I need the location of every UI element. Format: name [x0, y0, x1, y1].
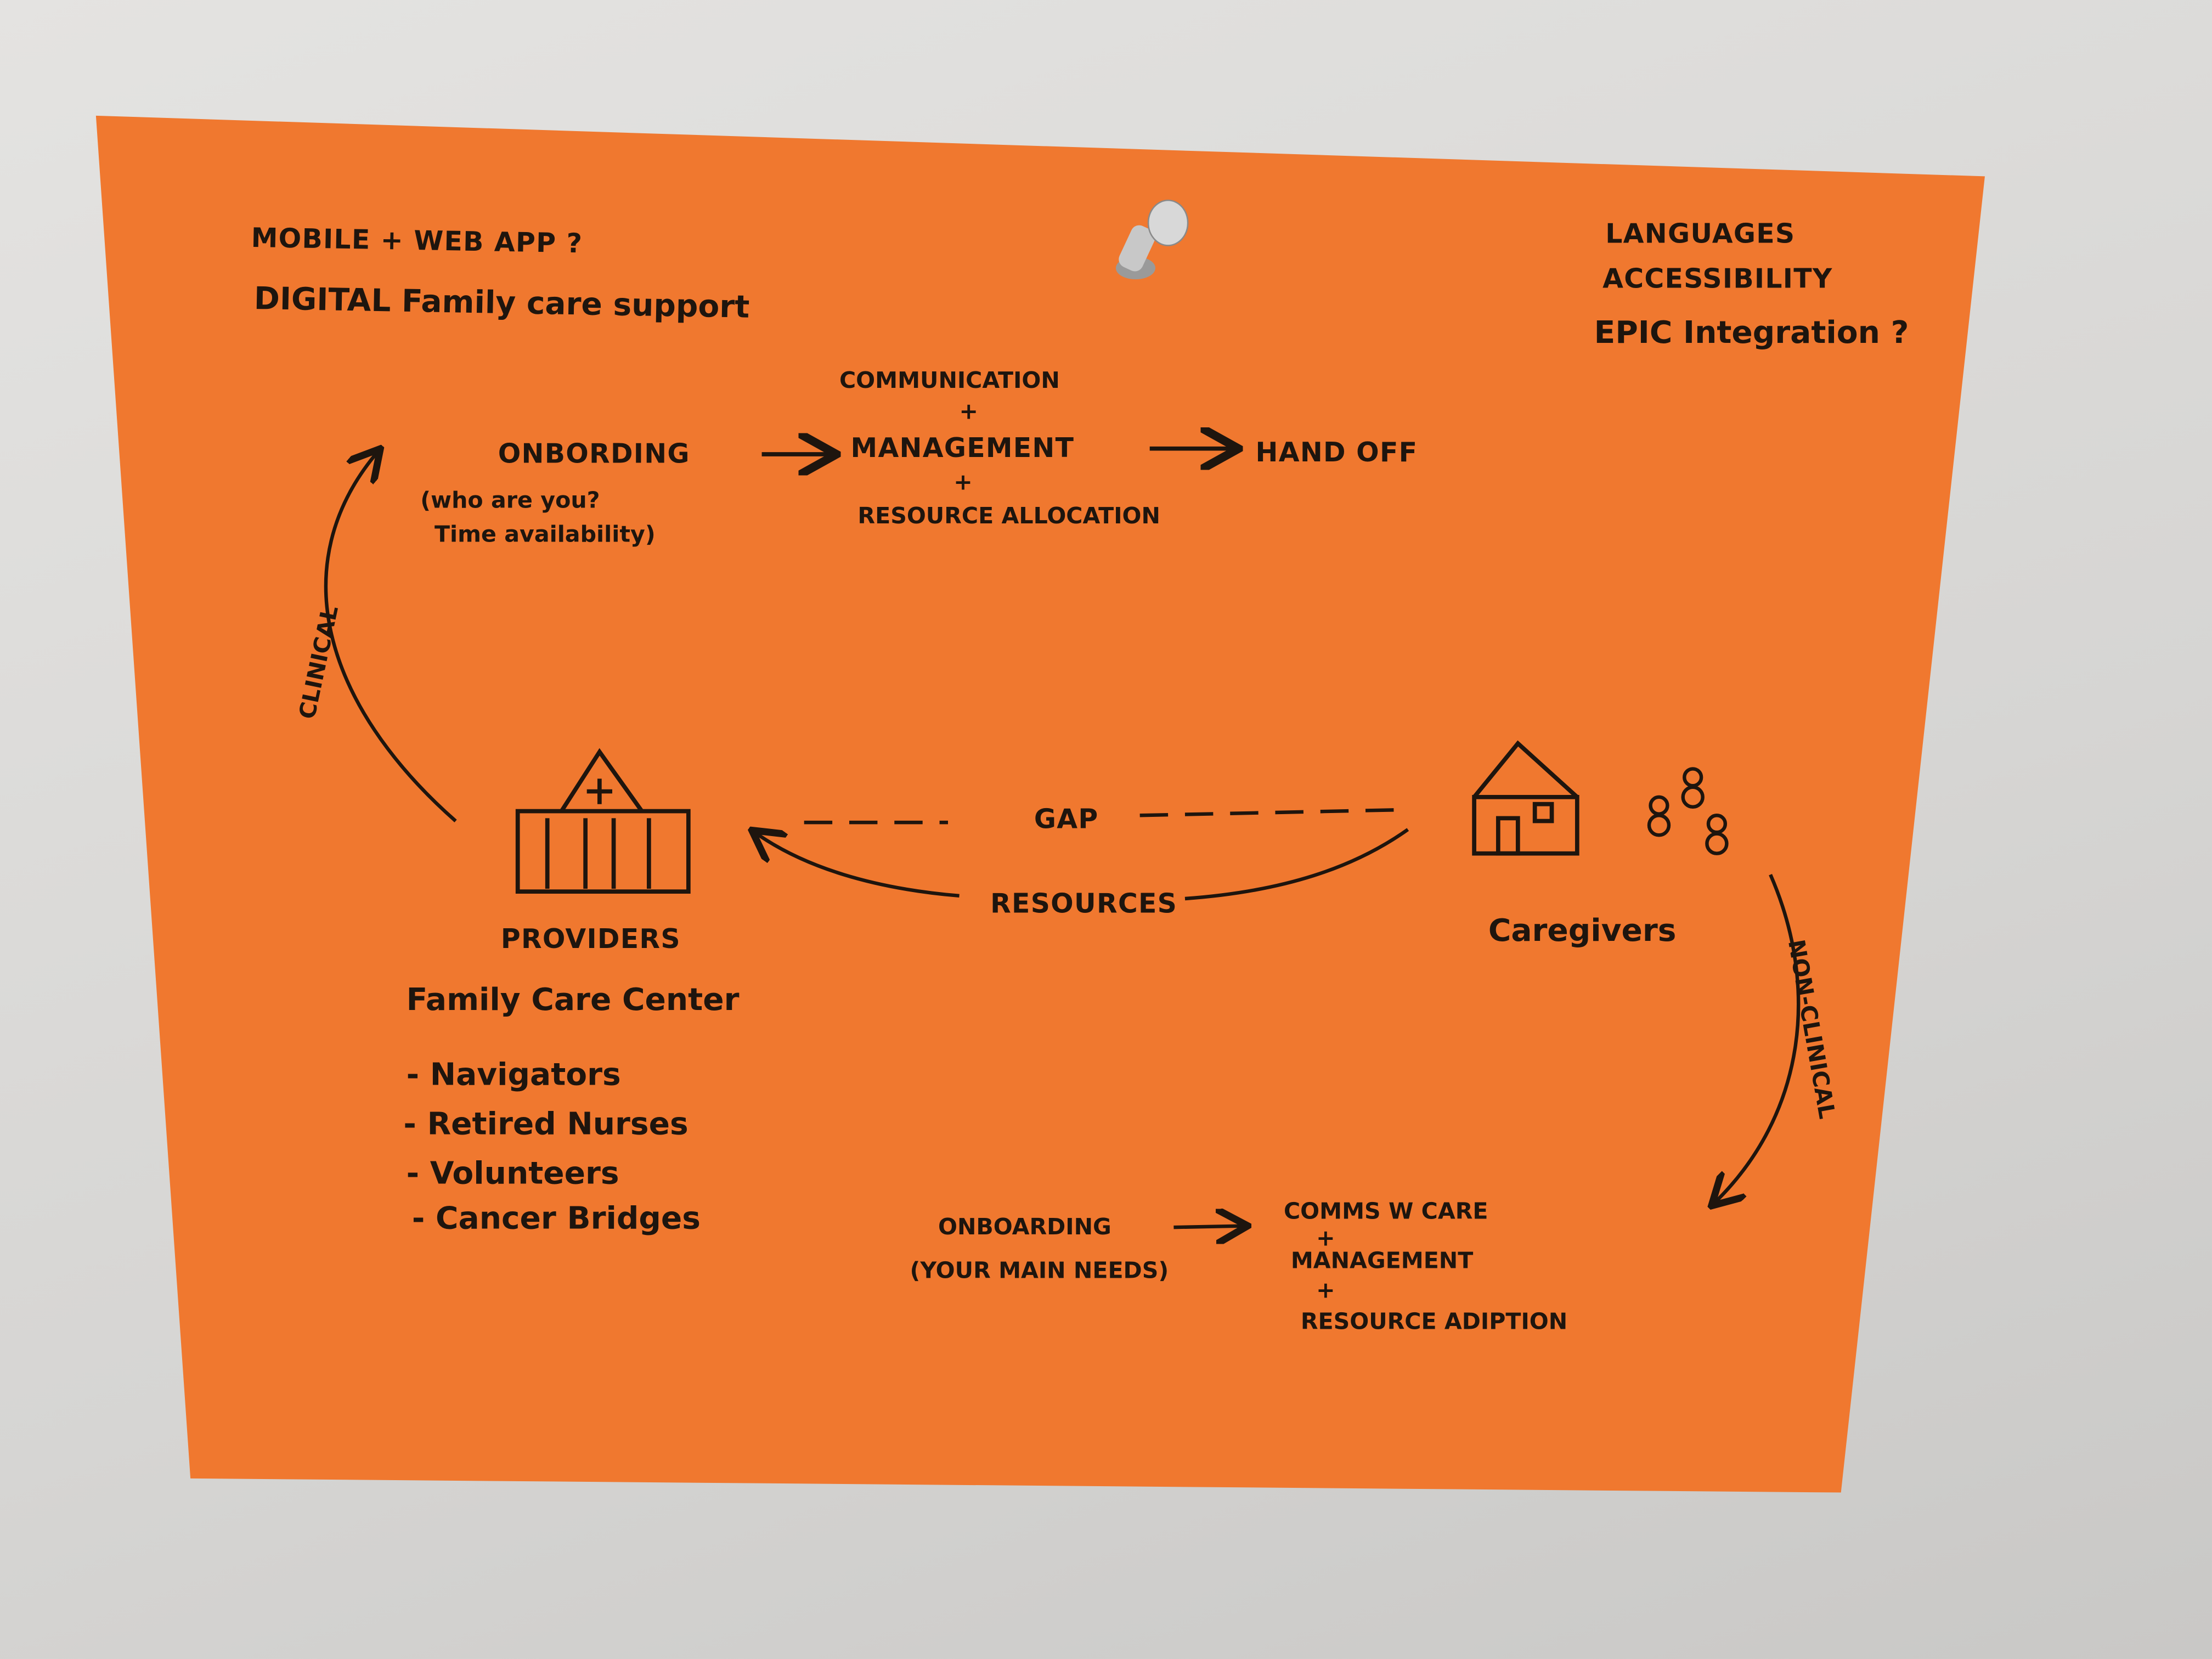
step-resource-adoption: RESOURCE ADIPTION — [1300, 1307, 1568, 1335]
step-management-nc: MANAGEMENT — [1290, 1247, 1474, 1274]
header-languages: LANGUAGES — [1605, 218, 1796, 250]
house-icon — [1472, 740, 1579, 856]
plus-sign: + — [959, 398, 979, 425]
clinical-arrow — [324, 452, 457, 822]
arrow-onboarding-to-comms — [1173, 1226, 1244, 1228]
provider-item: - Retired Nurses — [403, 1107, 689, 1143]
handoff: HAND OFF — [1255, 437, 1418, 469]
gap-label: GAP — [1034, 804, 1099, 836]
step-comms-w-care: COMMS W CARE — [1283, 1198, 1488, 1224]
provider-item: - Navigators — [406, 1058, 621, 1093]
provider-item: - Cancer Bridges — [411, 1201, 701, 1238]
onboarding-note-1: (who are you? — [420, 487, 600, 514]
orange-paper — [95, 115, 1985, 1493]
resources-arrow-right — [1184, 828, 1409, 901]
onboarding-nonclinical: ONBOARDING — [938, 1213, 1111, 1240]
pushpin-icon — [1115, 199, 1189, 280]
step-resource-allocation: RESOURCE ALLOCATION — [857, 502, 1160, 529]
header-mobile-web-app: MOBILE + WEB APP ? — [251, 223, 583, 260]
resources-label: RESOURCES — [990, 888, 1178, 920]
hospital-icon — [515, 748, 691, 894]
onboarding-needs-note: (YOUR MAIN NEEDS) — [910, 1257, 1169, 1284]
plus-sign: + — [1316, 1277, 1335, 1304]
caregivers-title: Caregivers — [1488, 914, 1677, 950]
onboarding-note-2: Time availability) — [434, 520, 656, 548]
provider-item: - Volunteers — [406, 1156, 619, 1192]
people-icon — [1647, 767, 1729, 855]
onboarding-clinical: ONBORDING — [498, 438, 690, 470]
non-clinical-arrow — [1714, 873, 1801, 1203]
step-management: MANAGEMENT — [850, 433, 1075, 464]
header-accessibility: ACCESSIBILITY — [1602, 263, 1833, 295]
resources-arrow-left — [755, 832, 960, 898]
providers-title: PROVIDERS — [500, 924, 681, 955]
header-epic-integration: EPIC Integration ? — [1594, 315, 1909, 352]
providers-subtitle: Family Care Center — [406, 983, 740, 1019]
plus-sign: + — [1316, 1224, 1335, 1251]
step-communication: COMMUNICATION — [839, 366, 1060, 394]
plus-sign: + — [953, 468, 973, 495]
